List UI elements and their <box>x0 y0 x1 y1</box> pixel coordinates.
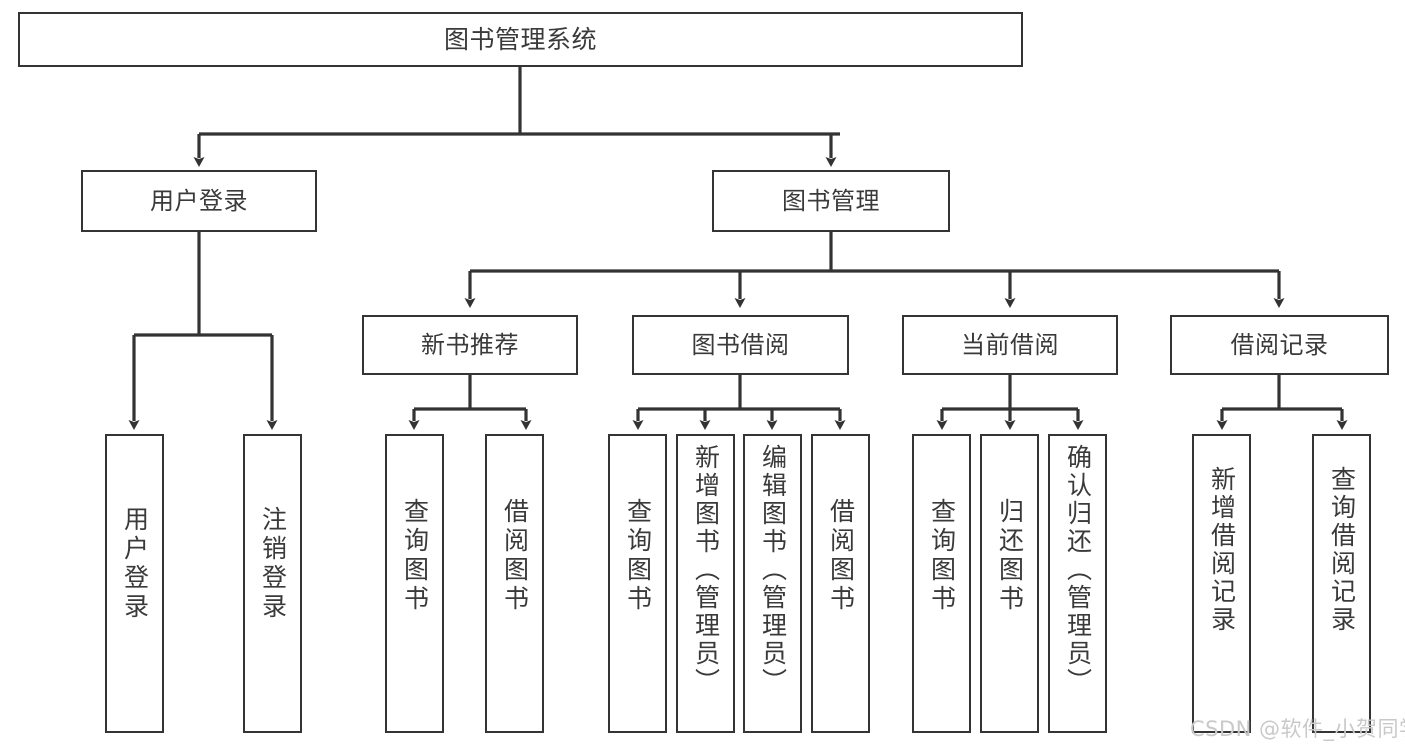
node-label: 查询借阅记录 <box>1327 466 1357 634</box>
leaf-add-record[interactable]: 新增借阅记录 <box>1192 434 1251 733</box>
node-label: 用户登录 <box>150 186 248 215</box>
node-label: 借阅图书 <box>826 498 856 614</box>
node-label: 新增借阅记录 <box>1207 466 1237 634</box>
node-label: 新书推荐 <box>421 330 519 359</box>
leaf-add-book[interactable]: 新增图书（管理员） <box>676 434 735 733</box>
node-label: 新增图书（管理员） <box>691 444 721 696</box>
leaf-confirm-return[interactable]: 确认归还（管理员） <box>1048 434 1107 733</box>
node-label: 图书管理 <box>782 186 880 215</box>
node-label: 图书借阅 <box>691 330 790 359</box>
leaf-user-logout[interactable]: 注销登录 <box>243 434 302 733</box>
leaf-return-book[interactable]: 归还图书 <box>980 434 1039 733</box>
node-label: 查询图书 <box>400 498 430 614</box>
leaf-query-book-3[interactable]: 查询图书 <box>912 434 971 733</box>
leaf-query-record[interactable]: 查询借阅记录 <box>1312 434 1371 733</box>
leaf-query-book-1[interactable]: 查询图书 <box>385 434 444 733</box>
node-current-borrow[interactable]: 当前借阅 <box>902 315 1118 375</box>
node-label: 确认归还（管理员） <box>1063 444 1093 696</box>
node-label: 图书管理系统 <box>443 24 597 54</box>
node-label: 借阅记录 <box>1230 330 1329 359</box>
node-label: 用户登录 <box>120 506 150 622</box>
node-new-book-recommend[interactable]: 新书推荐 <box>362 315 578 375</box>
node-label: 归还图书 <box>995 498 1025 614</box>
node-label: 查询图书 <box>623 498 653 614</box>
node-label: 当前借阅 <box>961 330 1059 359</box>
node-borrow-record[interactable]: 借阅记录 <box>1170 315 1389 375</box>
leaf-borrow-book-2[interactable]: 借阅图书 <box>811 434 870 733</box>
leaf-query-book-2[interactable]: 查询图书 <box>608 434 667 733</box>
node-label: 编辑图书（管理员） <box>758 444 788 696</box>
node-label: 注销登录 <box>258 506 288 622</box>
node-label: 借阅图书 <box>500 498 530 614</box>
node-root-system[interactable]: 图书管理系统 <box>18 12 1023 67</box>
leaf-edit-book[interactable]: 编辑图书（管理员） <box>743 434 802 733</box>
node-user-login[interactable]: 用户登录 <box>81 170 317 232</box>
node-book-borrow[interactable]: 图书借阅 <box>632 315 849 375</box>
leaf-borrow-book-1[interactable]: 借阅图书 <box>485 434 544 733</box>
node-book-management[interactable]: 图书管理 <box>712 170 950 232</box>
node-label: 查询图书 <box>927 498 957 614</box>
leaf-user-login[interactable]: 用户登录 <box>105 434 164 733</box>
csdn-watermark: CSDN @软件_小贺同学 <box>1190 717 1405 741</box>
